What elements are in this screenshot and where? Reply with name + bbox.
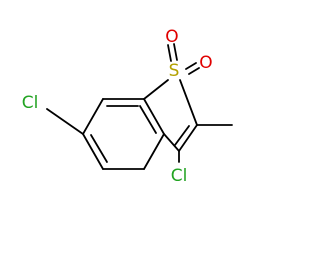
bond-c4-c3a (143, 133, 165, 170)
bond-c7-c6 (82, 98, 104, 135)
bond-c3a-c7a (143, 98, 165, 135)
atom-label-oxygen-right: O (199, 53, 212, 73)
bond-c2-c3-inner (174, 125, 190, 146)
atom-label-chlorine-bottom: Cl (171, 166, 188, 186)
bond-s-o2-a (185, 62, 197, 70)
bond-c3-c3a (163, 133, 180, 152)
atom-label-chlorine-left: Cl (22, 93, 39, 113)
bond-c6-c5-inner (90, 134, 108, 163)
molecule-diagram: S O O Cl Cl (22, 27, 233, 186)
atom-label-oxygen-top: O (165, 27, 178, 47)
structure-canvas: S O O Cl Cl (22, 27, 233, 186)
bond-s-c2 (179, 79, 198, 126)
bond-s-o1-b (173, 43, 178, 61)
bond-c6-c5 (82, 133, 104, 170)
bonds (46, 43, 233, 170)
atom-label-sulfur: S (169, 61, 180, 81)
bond-c2-c3 (178, 124, 198, 152)
bond-s-o2-b (188, 67, 200, 75)
bond-s-o1-a (167, 44, 172, 62)
bond-c3a-c7a-inner (139, 105, 157, 134)
bond-c6-cl (46, 108, 84, 135)
bond-c7a-s (143, 79, 169, 100)
